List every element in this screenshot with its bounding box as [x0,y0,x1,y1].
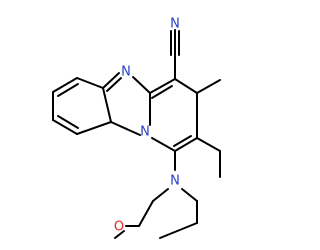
methyl-bond [196,79,221,94]
bond [76,121,112,135]
molecule-structure: N N N N O [52,17,221,239]
bond [132,76,151,94]
bonds [52,29,221,239]
morpholine-bond [114,230,125,239]
morpholine-bond [152,188,169,202]
morpholine-nitrogen-label: N [170,174,180,189]
morpholine-oxygen-label: O [114,220,124,235]
bond [76,77,104,89]
bond [57,115,79,129]
bond [102,72,120,89]
bond [102,87,112,123]
bond [151,137,176,152]
bond [151,85,173,99]
bond [173,135,192,147]
bond [149,78,176,94]
bond [57,83,79,97]
bond [174,78,198,94]
morpholine-bond [159,222,198,239]
morpholine-bond [181,188,198,202]
bond [52,119,78,135]
bond [52,77,78,93]
bond [174,137,198,152]
atom-labels: N N N N O [114,17,180,235]
bond [110,121,141,136]
morpholine-bond [138,200,154,227]
bond [106,77,122,92]
bridgehead-nitrogen-label: N [140,125,150,140]
imine-nitrogen-label: N [121,65,131,80]
nitrile-nitrogen-label: N [170,17,180,32]
ethyl-bond [196,137,221,152]
